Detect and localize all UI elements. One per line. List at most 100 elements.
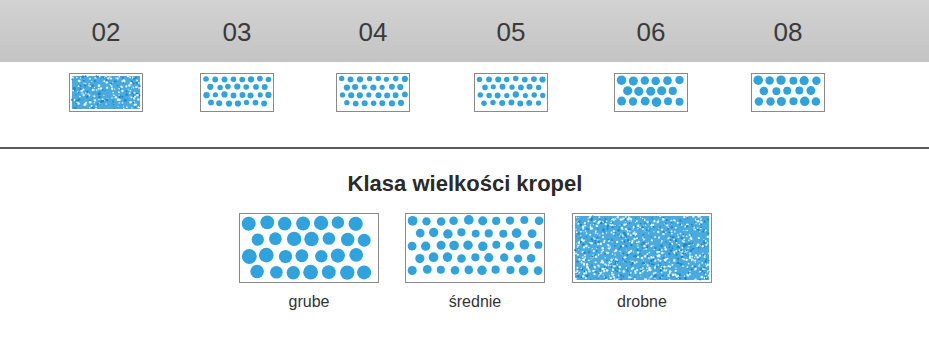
fine-droplet <box>106 87 108 89</box>
fine-droplet <box>642 267 644 269</box>
fine-droplet <box>588 261 589 262</box>
fine-droplet <box>115 78 116 79</box>
fine-droplet <box>78 85 80 87</box>
droplet <box>652 97 662 107</box>
fine-droplet <box>644 255 646 257</box>
fine-droplet <box>659 269 662 272</box>
droplet <box>389 84 395 90</box>
fine-droplet <box>596 250 598 252</box>
fine-droplet <box>669 279 671 281</box>
fine-droplet <box>125 93 128 96</box>
droplet <box>532 92 537 97</box>
fine-droplet <box>692 226 693 227</box>
fine-droplet <box>614 242 615 243</box>
fine-droplet <box>132 82 134 84</box>
fine-droplet <box>591 238 593 240</box>
droplet <box>528 229 537 238</box>
fine-droplet <box>599 274 601 276</box>
fine-droplet <box>625 228 627 230</box>
fine-droplet <box>590 279 591 280</box>
fine-droplet <box>691 256 693 258</box>
fine-droplet <box>79 85 82 88</box>
fine-droplet <box>661 242 662 243</box>
fine-droplet <box>81 93 82 94</box>
fine-droplet <box>579 244 580 245</box>
fine-droplet <box>634 278 636 280</box>
fine-droplet <box>605 223 607 225</box>
fine-droplet <box>630 260 631 261</box>
fine-droplet <box>584 222 586 224</box>
fine-droplet <box>597 247 599 249</box>
fine-droplet <box>691 260 692 261</box>
droplet <box>449 216 458 225</box>
fine-droplet <box>663 223 665 225</box>
fine-droplet <box>606 220 607 221</box>
fine-droplet <box>648 228 649 229</box>
droplet <box>332 216 345 229</box>
fine-droplet <box>613 258 614 259</box>
fine-droplet <box>115 96 118 99</box>
fine-droplet <box>130 80 132 82</box>
fine-droplet <box>670 266 672 268</box>
fine-droplet <box>701 262 703 264</box>
fine-droplet <box>647 221 649 223</box>
fine-droplet <box>643 260 644 261</box>
fine-droplet <box>597 228 598 229</box>
fine-droplet <box>577 254 579 256</box>
droplet <box>629 77 638 86</box>
fine-droplet <box>593 250 595 252</box>
fine-droplet <box>586 275 588 277</box>
fine-droplet <box>625 223 627 225</box>
droplet <box>375 92 381 98</box>
fine-droplet <box>83 103 85 105</box>
fine-droplet <box>598 273 599 274</box>
fine-droplet <box>648 220 650 222</box>
fine-droplet <box>123 79 125 81</box>
fine-droplet <box>675 270 677 272</box>
fine-droplet <box>128 84 130 86</box>
fine-droplet <box>672 274 675 277</box>
fine-droplet <box>614 265 616 267</box>
fine-droplet <box>135 104 137 106</box>
fine-droplet <box>666 279 667 280</box>
fine-droplet <box>683 238 685 240</box>
fine-droplet <box>81 91 82 92</box>
droplet <box>222 77 228 83</box>
fine-droplet <box>580 224 583 227</box>
droplet <box>216 100 222 106</box>
fine-droplet <box>620 274 622 276</box>
droplet <box>512 228 522 238</box>
fine-droplet <box>666 266 667 267</box>
droplet <box>371 100 376 105</box>
fine-droplet <box>593 220 595 222</box>
droplet <box>765 76 774 85</box>
fine-droplet <box>599 216 601 218</box>
fine-droplet <box>137 98 140 101</box>
droplet <box>443 229 453 239</box>
fine-droplet <box>679 219 681 221</box>
fine-droplet <box>129 77 131 79</box>
droplet <box>429 252 439 262</box>
fine-droplet <box>595 271 597 273</box>
box-ground <box>201 74 274 112</box>
fine-droplet <box>87 75 89 77</box>
droplet-sample <box>336 73 410 112</box>
fine-droplet <box>663 252 664 253</box>
fine-droplet <box>91 105 93 107</box>
fine-droplet <box>611 226 613 228</box>
fine-droplet <box>622 234 623 235</box>
fine-droplet <box>671 230 673 232</box>
fine-droplet <box>641 244 643 246</box>
fine-droplet <box>73 87 76 90</box>
fine-droplet <box>604 266 606 268</box>
fine-droplet <box>581 251 583 253</box>
fine-droplet <box>621 236 623 238</box>
fine-droplet <box>596 247 598 249</box>
fine-droplet <box>608 252 610 254</box>
droplet <box>295 249 308 262</box>
fine-droplet <box>636 261 638 263</box>
fine-droplet <box>668 246 670 248</box>
fine-droplet <box>112 101 114 103</box>
fine-droplet <box>704 256 706 258</box>
